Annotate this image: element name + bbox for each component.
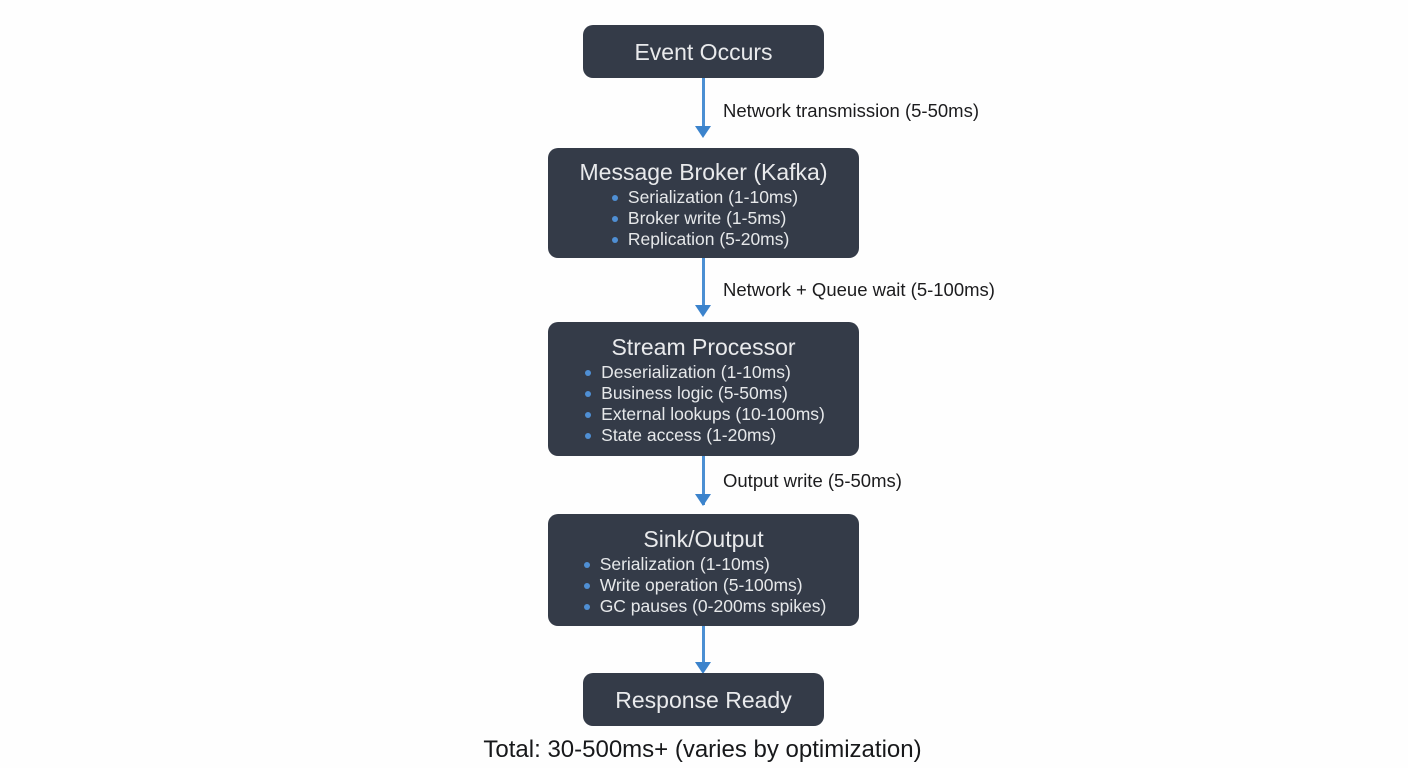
connector-arrowhead-processor-to-sink [695,494,711,506]
node-stream-processor-title: Stream Processor [611,334,796,360]
node-stream-processor[interactable]: Stream Processor Deserialization (1-10ms… [548,322,859,456]
connector-line-event-to-broker [702,78,705,128]
node-sink-output-title: Sink/Output [643,525,764,552]
node-event-occurs-title: Event Occurs [634,38,773,65]
connector-line-sink-to-response [702,626,705,664]
bullet-item: State access (1-20ms) [582,425,825,446]
node-event-occurs[interactable]: Event Occurs [583,25,824,78]
connector-arrowhead-event-to-broker [695,126,711,138]
bullet-item: Replication (5-20ms) [609,229,798,250]
node-message-broker-title: Message Broker (Kafka) [579,158,828,185]
total-latency-label: Total: 30-500ms+ (varies by optimization… [483,736,922,763]
node-sink-output-bullets: Serialization (1-10ms) Write operation (… [581,554,827,617]
bullet-item: External lookups (10-100ms) [582,404,825,425]
node-message-broker-bullets: Serialization (1-10ms) Broker write (1-5… [609,187,798,250]
edge-label-event-to-broker: Network transmission (5-50ms) [723,100,979,121]
bullet-item: Write operation (5-100ms) [581,575,827,596]
edge-label-broker-to-processor: Network + Queue wait (5-100ms) [723,279,995,300]
connector-line-processor-to-sink [702,456,705,505]
bullet-item: Serialization (1-10ms) [609,187,798,208]
node-response-ready[interactable]: Response Ready [583,673,824,726]
bullet-item: Serialization (1-10ms) [581,554,827,575]
bullet-item: GC pauses (0-200ms spikes) [581,596,826,617]
bullet-item: Business logic (5-50ms) [582,383,825,404]
connector-arrowhead-sink-to-response [695,662,711,674]
connector-arrowhead-broker-to-processor [695,305,711,317]
bullet-item: Broker write (1-5ms) [609,208,798,229]
node-sink-output[interactable]: Sink/Output Serialization (1-10ms) Write… [548,514,859,626]
node-stream-processor-bullets: Deserialization (1-10ms) Business logic … [582,362,825,446]
node-response-ready-title: Response Ready [615,686,792,713]
connector-line-broker-to-processor [702,258,705,307]
bullet-item: Deserialization (1-10ms) [582,362,825,383]
edge-label-processor-to-sink: Output write (5-50ms) [723,470,902,491]
node-message-broker[interactable]: Message Broker (Kafka) Serialization (1-… [548,148,859,258]
